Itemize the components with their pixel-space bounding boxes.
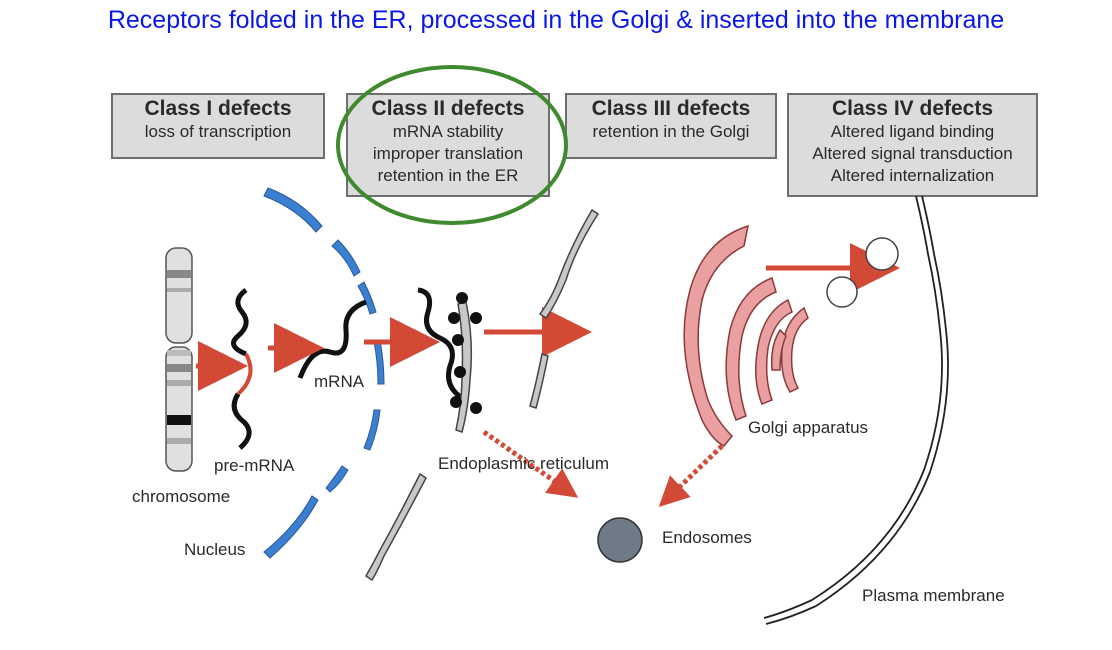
class-4-line-1: Altered ligand binding — [830, 122, 995, 141]
nucleus-label: Nucleus — [184, 540, 246, 559]
class-1-box: Class I defects loss of transcription — [111, 93, 325, 159]
er-ribosome-strand — [417, 287, 464, 401]
plasma-membrane-label: Plasma membrane — [862, 586, 1005, 605]
er-membrane-segment — [455, 301, 473, 433]
vesicle — [865, 237, 899, 271]
vesicle — [826, 276, 858, 308]
class-4-line-3: Altered internalization — [830, 166, 995, 185]
pre-mrna-strand — [231, 287, 249, 357]
endosomes-label: Endosomes — [662, 528, 752, 547]
golgi-label: Golgi apparatus — [748, 418, 869, 437]
class-4-title: Class IV defects — [831, 97, 994, 120]
er-label: Endoplasmic reticulum — [438, 454, 610, 473]
class-2-box: Class II defects mRNA stability improper… — [346, 93, 550, 197]
mrna-strand — [297, 299, 367, 379]
arrow-golgi-to-endosomes — [658, 444, 724, 507]
class-4-line-2: Altered signal transduction — [812, 144, 1013, 163]
pre-mrna-label: pre-mRNA — [214, 456, 295, 475]
class-2-line-1: mRNA stability — [392, 122, 504, 141]
er-fragments — [365, 208, 600, 582]
arrow-er-to-endosomes — [482, 429, 579, 498]
class-4-box: Class IV defects Altered ligand binding … — [787, 93, 1038, 197]
class-2-highlight-ring — [336, 65, 568, 225]
class-1-title: Class I defects — [144, 97, 292, 120]
nucleus-envelope — [263, 187, 385, 559]
slide-title: Receptors folded in the ER, processed in… — [107, 6, 1005, 34]
mrna-label: mRNA — [314, 372, 365, 391]
ribosomes — [448, 292, 482, 414]
class-2-line-3: retention in the ER — [377, 166, 519, 185]
class-2-line-2: improper translation — [372, 144, 524, 163]
class-3-line-1: retention in the Golgi — [592, 122, 750, 141]
endosome — [597, 517, 643, 563]
plasma-membrane — [763, 195, 949, 625]
class-1-line-1: loss of transcription — [144, 122, 292, 141]
golgi-apparatus — [683, 224, 809, 447]
chromosome-label: chromosome — [132, 487, 231, 506]
class-3-box: Class III defects retention in the Golgi — [565, 93, 777, 159]
class-2-title: Class II defects — [371, 97, 525, 120]
class-3-title: Class III defects — [591, 97, 751, 120]
chromosome-icon — [165, 247, 193, 472]
